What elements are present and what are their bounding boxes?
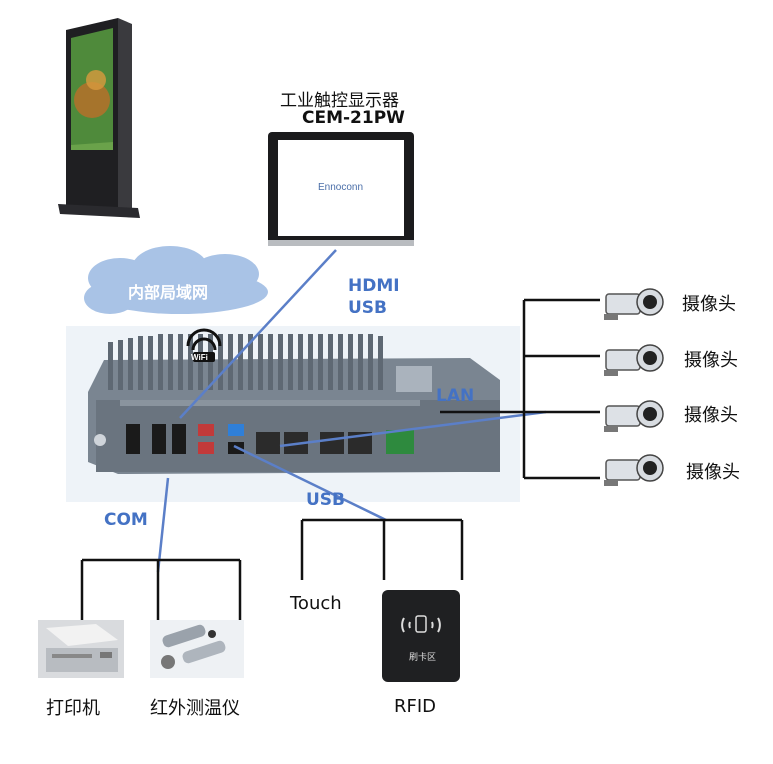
camera-icon-1 bbox=[604, 288, 664, 320]
tree-lines bbox=[80, 298, 600, 620]
printer-label: 打印机 bbox=[46, 698, 100, 719]
hdmi-label: HDMI bbox=[348, 276, 400, 296]
camera-label-2: 摄像头 bbox=[684, 350, 738, 371]
touch-monitor bbox=[268, 132, 414, 246]
industrial-pc bbox=[88, 334, 500, 474]
cloud-label: 内部局域网 bbox=[128, 283, 209, 302]
camera-icon-3 bbox=[604, 400, 664, 432]
rfid-card-label: 刷卡区 bbox=[409, 653, 437, 663]
wifi-icon bbox=[186, 328, 222, 362]
rfid-label: RFID bbox=[394, 696, 437, 717]
camera-icon-2 bbox=[604, 344, 664, 376]
lan-label: LAN bbox=[436, 386, 475, 406]
usb-bottom-label: USB bbox=[306, 490, 346, 510]
camera-label-3: 摄像头 bbox=[684, 405, 738, 426]
printer-icon bbox=[38, 620, 124, 678]
camera-label-4: 摄像头 bbox=[686, 462, 740, 483]
com-label: COM bbox=[104, 510, 148, 530]
connector-lines bbox=[156, 249, 547, 573]
camera-label-1: 摄像头 bbox=[682, 294, 736, 315]
touch-label: Touch bbox=[290, 593, 342, 614]
monitor-model: CEM-21PW bbox=[302, 108, 405, 128]
ir-thermometer-label: 红外测温仪 bbox=[150, 698, 240, 719]
usb-top-label: USB bbox=[348, 298, 388, 318]
rfid-card bbox=[382, 590, 460, 682]
ir-thermometer-icon bbox=[150, 620, 244, 678]
lan-cloud bbox=[84, 246, 268, 314]
camera-icon-4 bbox=[604, 454, 664, 486]
monitor-brand: Ennoconn bbox=[318, 182, 364, 193]
kiosk-display bbox=[58, 18, 140, 218]
monitor-title: 工业触控显示器 bbox=[280, 91, 399, 111]
wifi-label: WiFi bbox=[191, 353, 208, 362]
